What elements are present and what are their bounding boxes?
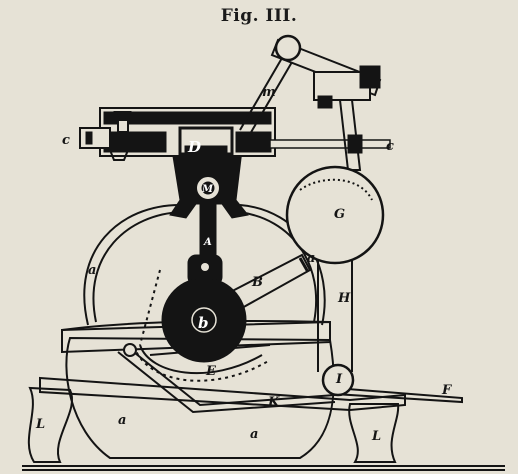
rod-m — [239, 57, 293, 135]
label-m: m — [262, 85, 276, 100]
piston-rod-A — [187, 204, 223, 286]
label-A: A — [203, 237, 212, 248]
label-b: b — [198, 314, 209, 332]
label-I: I — [335, 372, 343, 387]
valve-neck — [169, 149, 249, 219]
figure-title: Fig. III. — [220, 6, 298, 26]
label-F: F — [441, 383, 452, 398]
label-L-right: L — [371, 429, 381, 444]
label-a-bottom-center: a — [250, 427, 258, 442]
label-c-right: c — [386, 139, 394, 154]
label-a-left: a — [88, 263, 96, 278]
foot-left — [27, 386, 73, 463]
bell-crank — [270, 34, 382, 171]
label-a-bottom-left: a — [118, 413, 126, 428]
roller-I — [321, 363, 355, 397]
label-G: G — [334, 207, 345, 222]
rod-H — [317, 260, 353, 372]
rod-c-right — [269, 134, 391, 154]
label-B: B — [251, 275, 263, 290]
valve-block — [99, 107, 276, 157]
inlet-pipe-c — [79, 111, 132, 161]
label-D: D — [187, 138, 201, 156]
lever-K — [117, 343, 336, 414]
ball-G — [285, 165, 385, 265]
label-K: K — [267, 395, 280, 410]
label-L-left: L — [35, 417, 45, 432]
label-M: M — [201, 184, 214, 195]
foot-right — [348, 403, 400, 463]
label-a-right: a — [307, 251, 315, 266]
label-E: E — [205, 364, 217, 379]
label-c-left: c — [62, 133, 70, 148]
flywheel-b — [161, 277, 247, 363]
base-frame — [22, 376, 505, 471]
label-H: H — [337, 291, 351, 306]
